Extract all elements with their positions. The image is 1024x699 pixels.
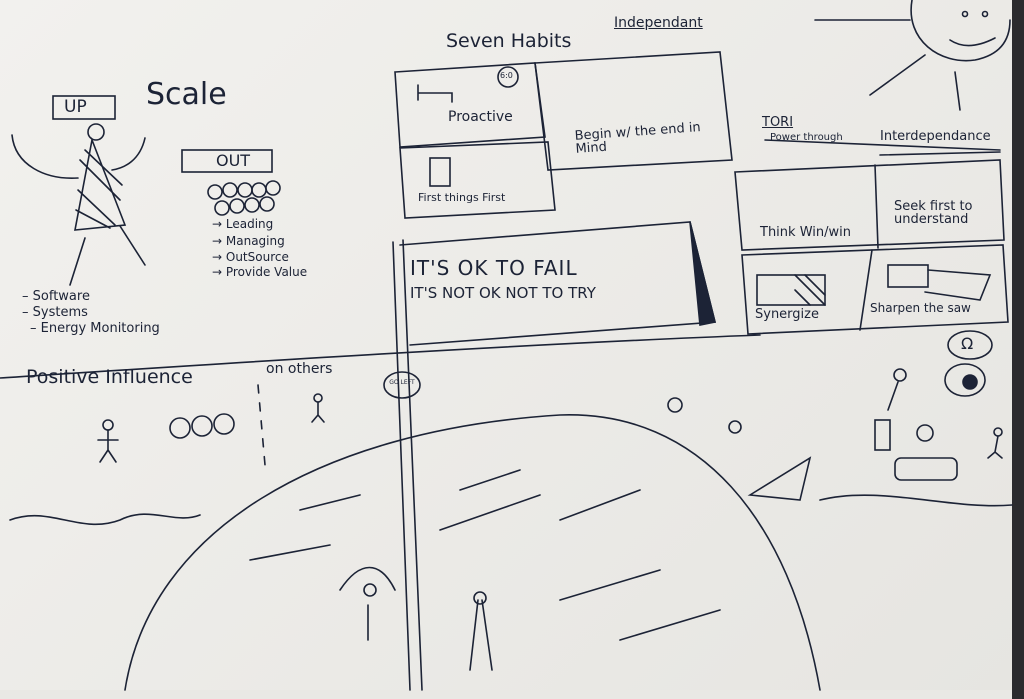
out-item-text: Provide Value: [225, 265, 308, 279]
habits-title: Seven Habits: [446, 30, 572, 52]
interdependent-boxes: [734, 139, 1009, 335]
sun-drawing: [814, 0, 1011, 111]
flag-line-1: IT'S OK TO FAIL: [410, 256, 578, 280]
hill-drawing: [9, 397, 1013, 691]
out-item-text: Leading: [225, 217, 274, 231]
out-label: OUT: [216, 151, 251, 170]
interdependence-label: Interdependance: [880, 129, 991, 144]
out-item-text: Managing: [225, 234, 285, 248]
influence-suffix: on others: [266, 361, 333, 377]
habit-proactive: Proactive: [448, 109, 513, 125]
background-edge: [1012, 0, 1024, 699]
up-item-text: Systems: [32, 305, 88, 320]
habit-first-things-first: First things First: [418, 191, 506, 204]
up-item-text: Software: [32, 289, 90, 304]
up-item: – Systems: [22, 305, 88, 320]
thought-bubble-symbol: Ω: [961, 334, 974, 353]
independent-boxes: [394, 51, 733, 219]
habit-synergize: Synergize: [755, 307, 819, 322]
up-item-text: Energy Monitoring: [40, 321, 160, 336]
tori-subheading: Power through: [770, 132, 843, 143]
out-item: → Managing: [212, 234, 285, 248]
scale-title: Scale: [146, 77, 227, 112]
clock-text: 6:0: [500, 71, 513, 80]
section-divider: [0, 334, 761, 379]
out-item: → OutSource: [212, 250, 289, 264]
out-item: → Provide Value: [212, 265, 308, 279]
up-figure-drawing: [11, 95, 146, 286]
influence-title: Positive Influence: [26, 366, 193, 388]
flag-drawing: [339, 221, 717, 691]
influence-figures: [97, 330, 1003, 481]
up-item: – Software: [22, 289, 90, 304]
paper-sheet: [0, 0, 1012, 690]
speech-bubble-text: GO LEFT: [389, 379, 415, 386]
flag-line-2: IT'S NOT OK NOT TO TRY: [410, 284, 596, 302]
tori-heading: TORI: [762, 115, 794, 130]
independent-label: Independant: [614, 15, 703, 31]
out-item-text: OutSource: [225, 250, 289, 264]
dashed-divider: [257, 384, 266, 466]
up-item: – Energy Monitoring: [30, 321, 160, 336]
habit-sharpen-saw: Sharpen the saw: [870, 301, 971, 315]
up-label: UP: [64, 97, 87, 117]
out-group-drawing: [181, 149, 281, 216]
habit-seek-first: Seek first to understand: [894, 199, 973, 227]
out-item: → Leading: [212, 217, 274, 231]
habit-think-win-win: Think Win/win: [760, 225, 851, 240]
